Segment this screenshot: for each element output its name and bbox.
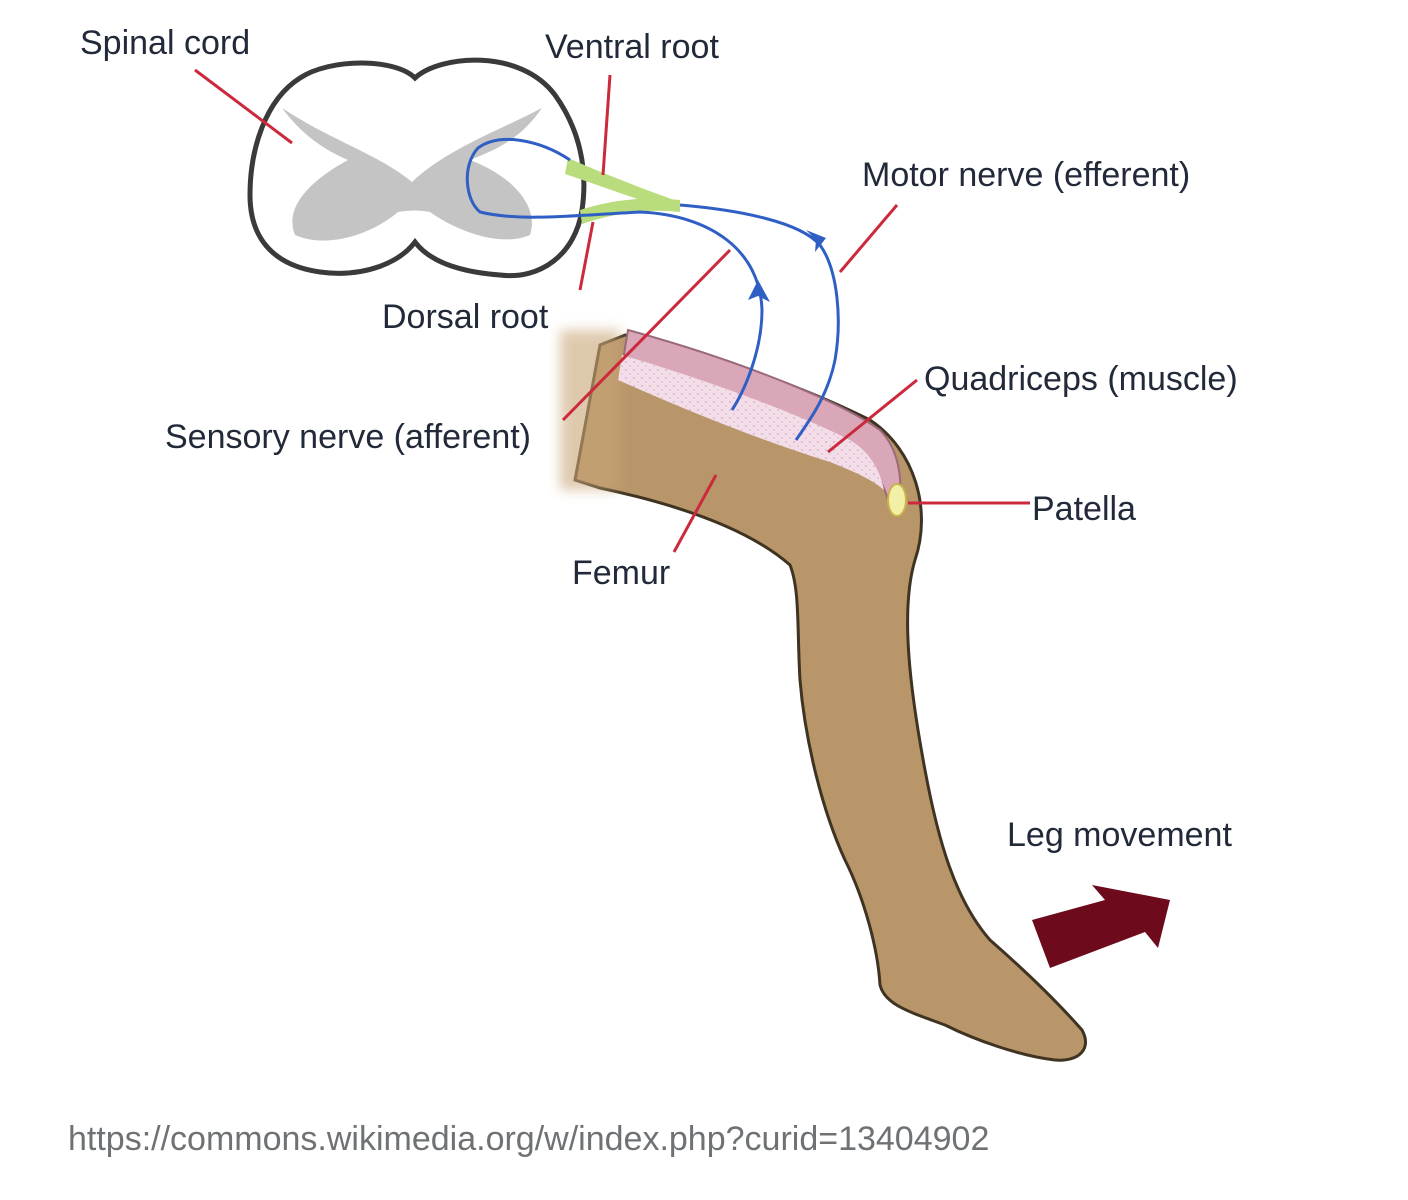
motor-nerve-path (679, 203, 840, 441)
label-quadriceps: Quadriceps (muscle) (924, 360, 1238, 398)
source-url: https://commons.wikimedia.org/w/index.ph… (68, 1120, 989, 1158)
leader-lines (194, 68, 1030, 553)
spinal-cord-section (247, 57, 587, 279)
quadriceps-inner (618, 355, 884, 490)
motor-arrow-icon (806, 230, 826, 252)
label-ventral-root: Ventral root (545, 28, 719, 66)
motor-nerve-leader (838, 204, 899, 273)
spinal-cord-leader (194, 68, 293, 145)
sensory-nerve-leader (561, 248, 732, 422)
quadriceps-leader (827, 378, 918, 454)
sensory-arrow-icon (748, 280, 770, 302)
patella-bone (887, 483, 907, 517)
leg-movement-arrow-icon (1032, 885, 1170, 968)
ventral-root-leader (601, 74, 612, 176)
label-dorsal-root: Dorsal root (382, 298, 549, 336)
label-motor-nerve: Motor nerve (efferent) (862, 156, 1190, 194)
label-leg-movement: Leg movement (1007, 816, 1232, 854)
label-femur: Femur (572, 554, 670, 592)
sensory-nerve-path (465, 137, 764, 411)
label-patella: Patella (1032, 490, 1136, 528)
label-sensory-nerve: Sensory nerve (afferent) (165, 418, 531, 456)
label-spinal-cord: Spinal cord (80, 24, 250, 62)
femur-leader (672, 474, 718, 553)
dorsal-root-leader (578, 221, 595, 291)
leg (560, 328, 1087, 1062)
spinal-cord-outline (247, 57, 587, 279)
thigh-cut-edge (560, 330, 620, 490)
nerve-paths (465, 137, 840, 441)
leg-body (573, 333, 1087, 1062)
